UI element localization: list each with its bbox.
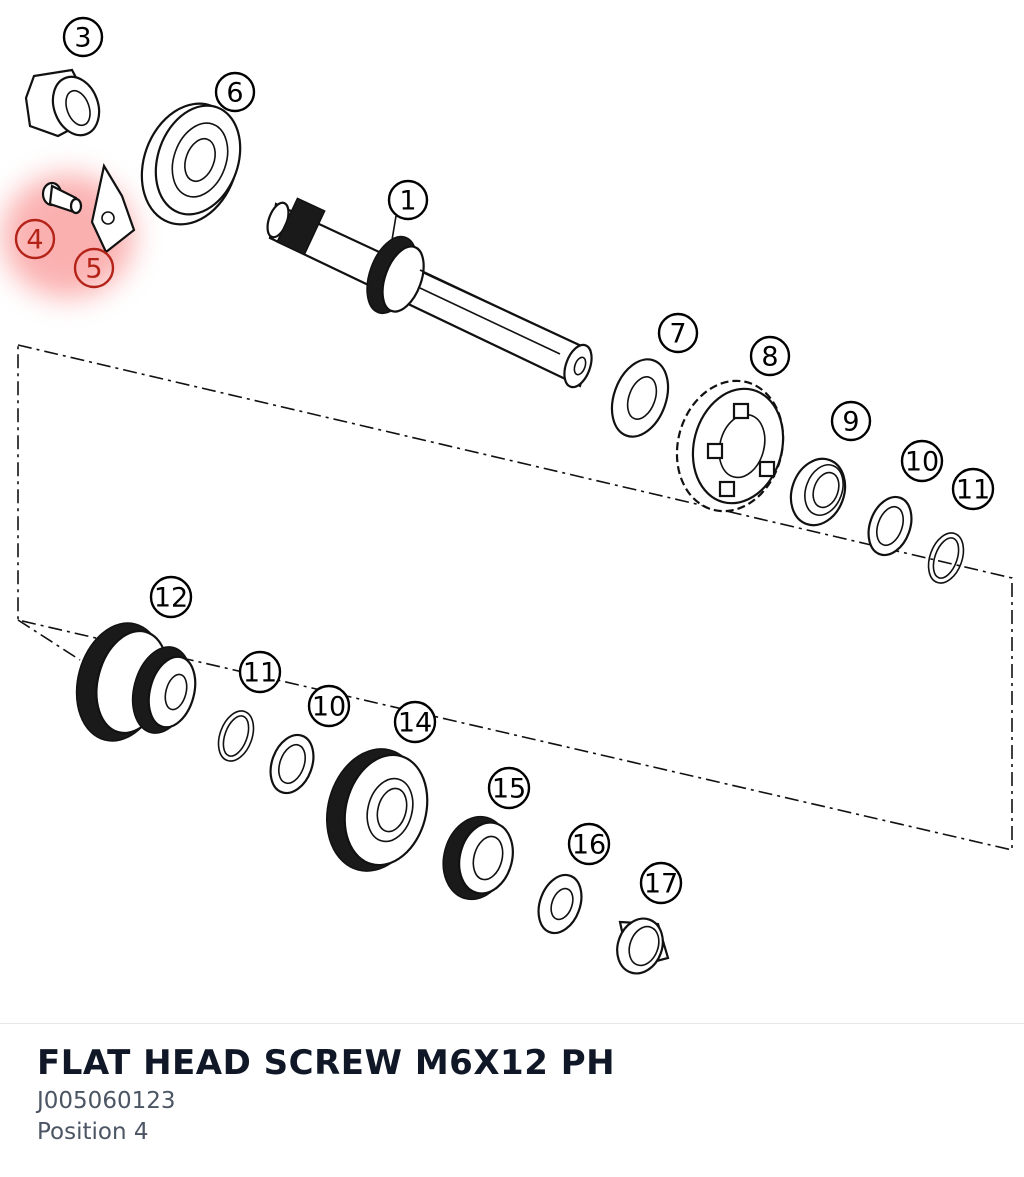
part-number: J005060123 bbox=[37, 1088, 176, 1114]
position-label-3[interactable]: 3 bbox=[62, 16, 104, 58]
part-main-shaft[interactable] bbox=[263, 197, 596, 390]
position-label-15[interactable]: 15 bbox=[487, 766, 531, 810]
part-flat-head-screw[interactable] bbox=[41, 181, 83, 215]
svg-text:10: 10 bbox=[312, 692, 346, 723]
svg-text:8: 8 bbox=[761, 342, 778, 373]
svg-text:17: 17 bbox=[644, 869, 678, 900]
position-label-9[interactable]: 9 bbox=[830, 400, 872, 442]
leader-lines bbox=[391, 215, 397, 241]
svg-text:6: 6 bbox=[226, 78, 243, 109]
svg-text:7: 7 bbox=[669, 319, 686, 350]
part-washer-16[interactable] bbox=[531, 869, 589, 939]
part-info-panel: FLAT HEAD SCREW M6X12 PH J005060123 Posi… bbox=[37, 1040, 987, 1148]
part-lock-washer-10-top[interactable] bbox=[861, 491, 919, 561]
svg-text:16: 16 bbox=[572, 830, 606, 861]
svg-text:3: 3 bbox=[74, 23, 91, 54]
position-label-4[interactable]: 4 bbox=[14, 218, 56, 260]
part-circlip-11-top[interactable] bbox=[922, 528, 970, 588]
svg-text:5: 5 bbox=[85, 254, 102, 285]
position-label-11-bottom[interactable]: 11 bbox=[238, 650, 282, 694]
section-divider bbox=[0, 1023, 1024, 1024]
position-label-5[interactable]: 5 bbox=[73, 247, 115, 289]
part-circlip-11-bottom[interactable] bbox=[212, 706, 260, 766]
position-label-10-top[interactable]: 10 bbox=[900, 439, 944, 483]
part-title: FLAT HEAD SCREW M6X12 PH bbox=[37, 1043, 616, 1083]
svg-text:12: 12 bbox=[154, 583, 188, 614]
position-label-16[interactable]: 16 bbox=[567, 822, 611, 866]
position-label-11-top[interactable]: 11 bbox=[951, 467, 995, 511]
part-lock-washer-10-bottom[interactable] bbox=[263, 729, 321, 799]
svg-text:11: 11 bbox=[243, 658, 277, 689]
position-label-12[interactable]: 12 bbox=[149, 575, 193, 619]
svg-text:14: 14 bbox=[398, 708, 432, 739]
svg-text:1: 1 bbox=[399, 186, 416, 217]
part-gear-14[interactable] bbox=[314, 738, 440, 882]
part-washer-7[interactable] bbox=[602, 352, 678, 445]
part-ball-bearing[interactable] bbox=[126, 90, 255, 238]
part-gear-8[interactable] bbox=[663, 369, 798, 523]
part-gear-12[interactable] bbox=[64, 613, 203, 751]
part-gear-15[interactable] bbox=[434, 809, 520, 907]
position-label-14[interactable]: 14 bbox=[393, 700, 437, 744]
position-label-1[interactable]: 1 bbox=[387, 179, 429, 221]
assembly-outline bbox=[17, 344, 1013, 852]
svg-text:4: 4 bbox=[26, 225, 43, 256]
part-bracket[interactable] bbox=[90, 163, 136, 254]
svg-text:11: 11 bbox=[956, 475, 990, 506]
position-label-7[interactable]: 7 bbox=[657, 312, 699, 354]
svg-text:15: 15 bbox=[492, 774, 526, 805]
part-needle-bearing-17[interactable] bbox=[610, 912, 670, 980]
svg-text:10: 10 bbox=[905, 447, 939, 478]
position-label-8[interactable]: 8 bbox=[749, 335, 791, 377]
exploded-parts-diagram: 3 6 1 4 5 7 8 9 10 11 12 11 bbox=[2, 16, 1013, 980]
svg-text:9: 9 bbox=[842, 407, 859, 438]
position-label-17[interactable]: 17 bbox=[639, 861, 683, 905]
part-bushing-9[interactable] bbox=[782, 451, 854, 533]
part-position: Position 4 bbox=[37, 1119, 149, 1145]
position-label-6[interactable]: 6 bbox=[214, 71, 256, 113]
position-label-10-bottom[interactable]: 10 bbox=[307, 684, 351, 728]
part-bushing[interactable] bbox=[24, 68, 107, 142]
